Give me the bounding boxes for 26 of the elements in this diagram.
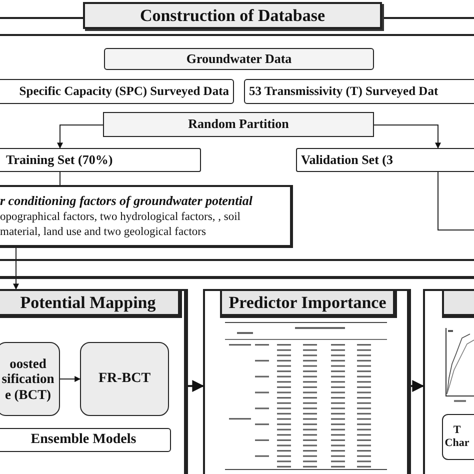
connector-line (438, 172, 474, 230)
section-header: Potential Mapping (0, 289, 182, 318)
factors-text: opographical factors, two hydrological factors, , soil material, land use and two geological factors (0, 210, 242, 240)
process-box: Ensemble Models (0, 428, 171, 452)
arrow (60, 376, 81, 382)
arrow (411, 380, 424, 392)
section-frame (423, 289, 474, 474)
process-box: Groundwater Data (104, 48, 374, 70)
process-box: Training Set (70%) (0, 148, 201, 172)
factors-box (0, 185, 293, 248)
model-box: T Char (442, 414, 474, 460)
model-box: oosted sification e (BCT) (0, 342, 60, 416)
section-frame (0, 289, 188, 474)
process-box: Construction of Database (83, 2, 382, 29)
process-box: Validation Set (3 (296, 148, 474, 172)
process-box: Specific Capacity (SPC) Surveyed Data (0, 79, 234, 104)
section-frame (203, 289, 411, 474)
model-box: FR-BCT (80, 342, 169, 416)
section-header: Predictor Importance (220, 289, 397, 318)
process-box: 53 Transmissivity (T) Surveyed Dat (244, 79, 474, 104)
arrow (13, 248, 19, 290)
factors-heading: r conditioning factors of groundwater potential (0, 193, 254, 209)
process-box: Random Partition (103, 112, 374, 137)
arrow (57, 124, 104, 149)
arrow (188, 380, 204, 392)
arrow (374, 124, 441, 149)
